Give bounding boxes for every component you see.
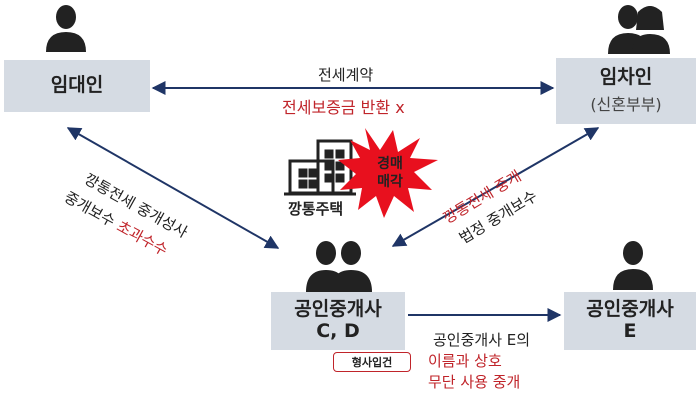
landlord-label: 임대인 <box>50 74 104 97</box>
agent-e-person-icon <box>613 241 653 290</box>
agent-cd-people-icon <box>306 241 372 292</box>
agent-cd-box: 공인중개사 C, D <box>271 292 405 350</box>
agent-e-sub-label: E <box>623 320 637 342</box>
agent-cd-sub-label: C, D <box>316 320 360 342</box>
auction-burst-icon <box>338 128 438 218</box>
agent-e-name-label: 공인중개사 E의 <box>433 331 531 349</box>
arrow-landlord-agent-cd <box>66 127 280 249</box>
arrow-tenant-agent-cd <box>391 127 600 247</box>
tenant-label: 임차인 <box>599 66 653 89</box>
landlord-person-icon <box>46 5 86 52</box>
tenant-couple-icon <box>608 5 670 54</box>
agent-e-label: 공인중개사 <box>586 298 674 321</box>
building-icon <box>284 139 356 196</box>
agent-cd-label: 공인중개사 <box>294 298 382 321</box>
agent-e-box: 공인중개사 E <box>564 292 696 350</box>
landlord-box: 임대인 <box>4 60 150 112</box>
tenant-sub-label: (신혼부부) <box>590 94 662 114</box>
unauthorized-use-label: 무단 사용 중개 <box>428 373 521 391</box>
criminal-booking-badge: 형사입건 <box>333 352 411 372</box>
name-and-trade-label: 이름과 상호 <box>428 352 502 370</box>
tenant-box: 임차인 (신혼부부) <box>556 58 696 124</box>
contract-label: 전세계약 <box>318 66 374 84</box>
house-label: 깡통주택 <box>288 200 344 218</box>
deposit-not-returned-label: 전세보증금 반환 x <box>282 98 405 117</box>
